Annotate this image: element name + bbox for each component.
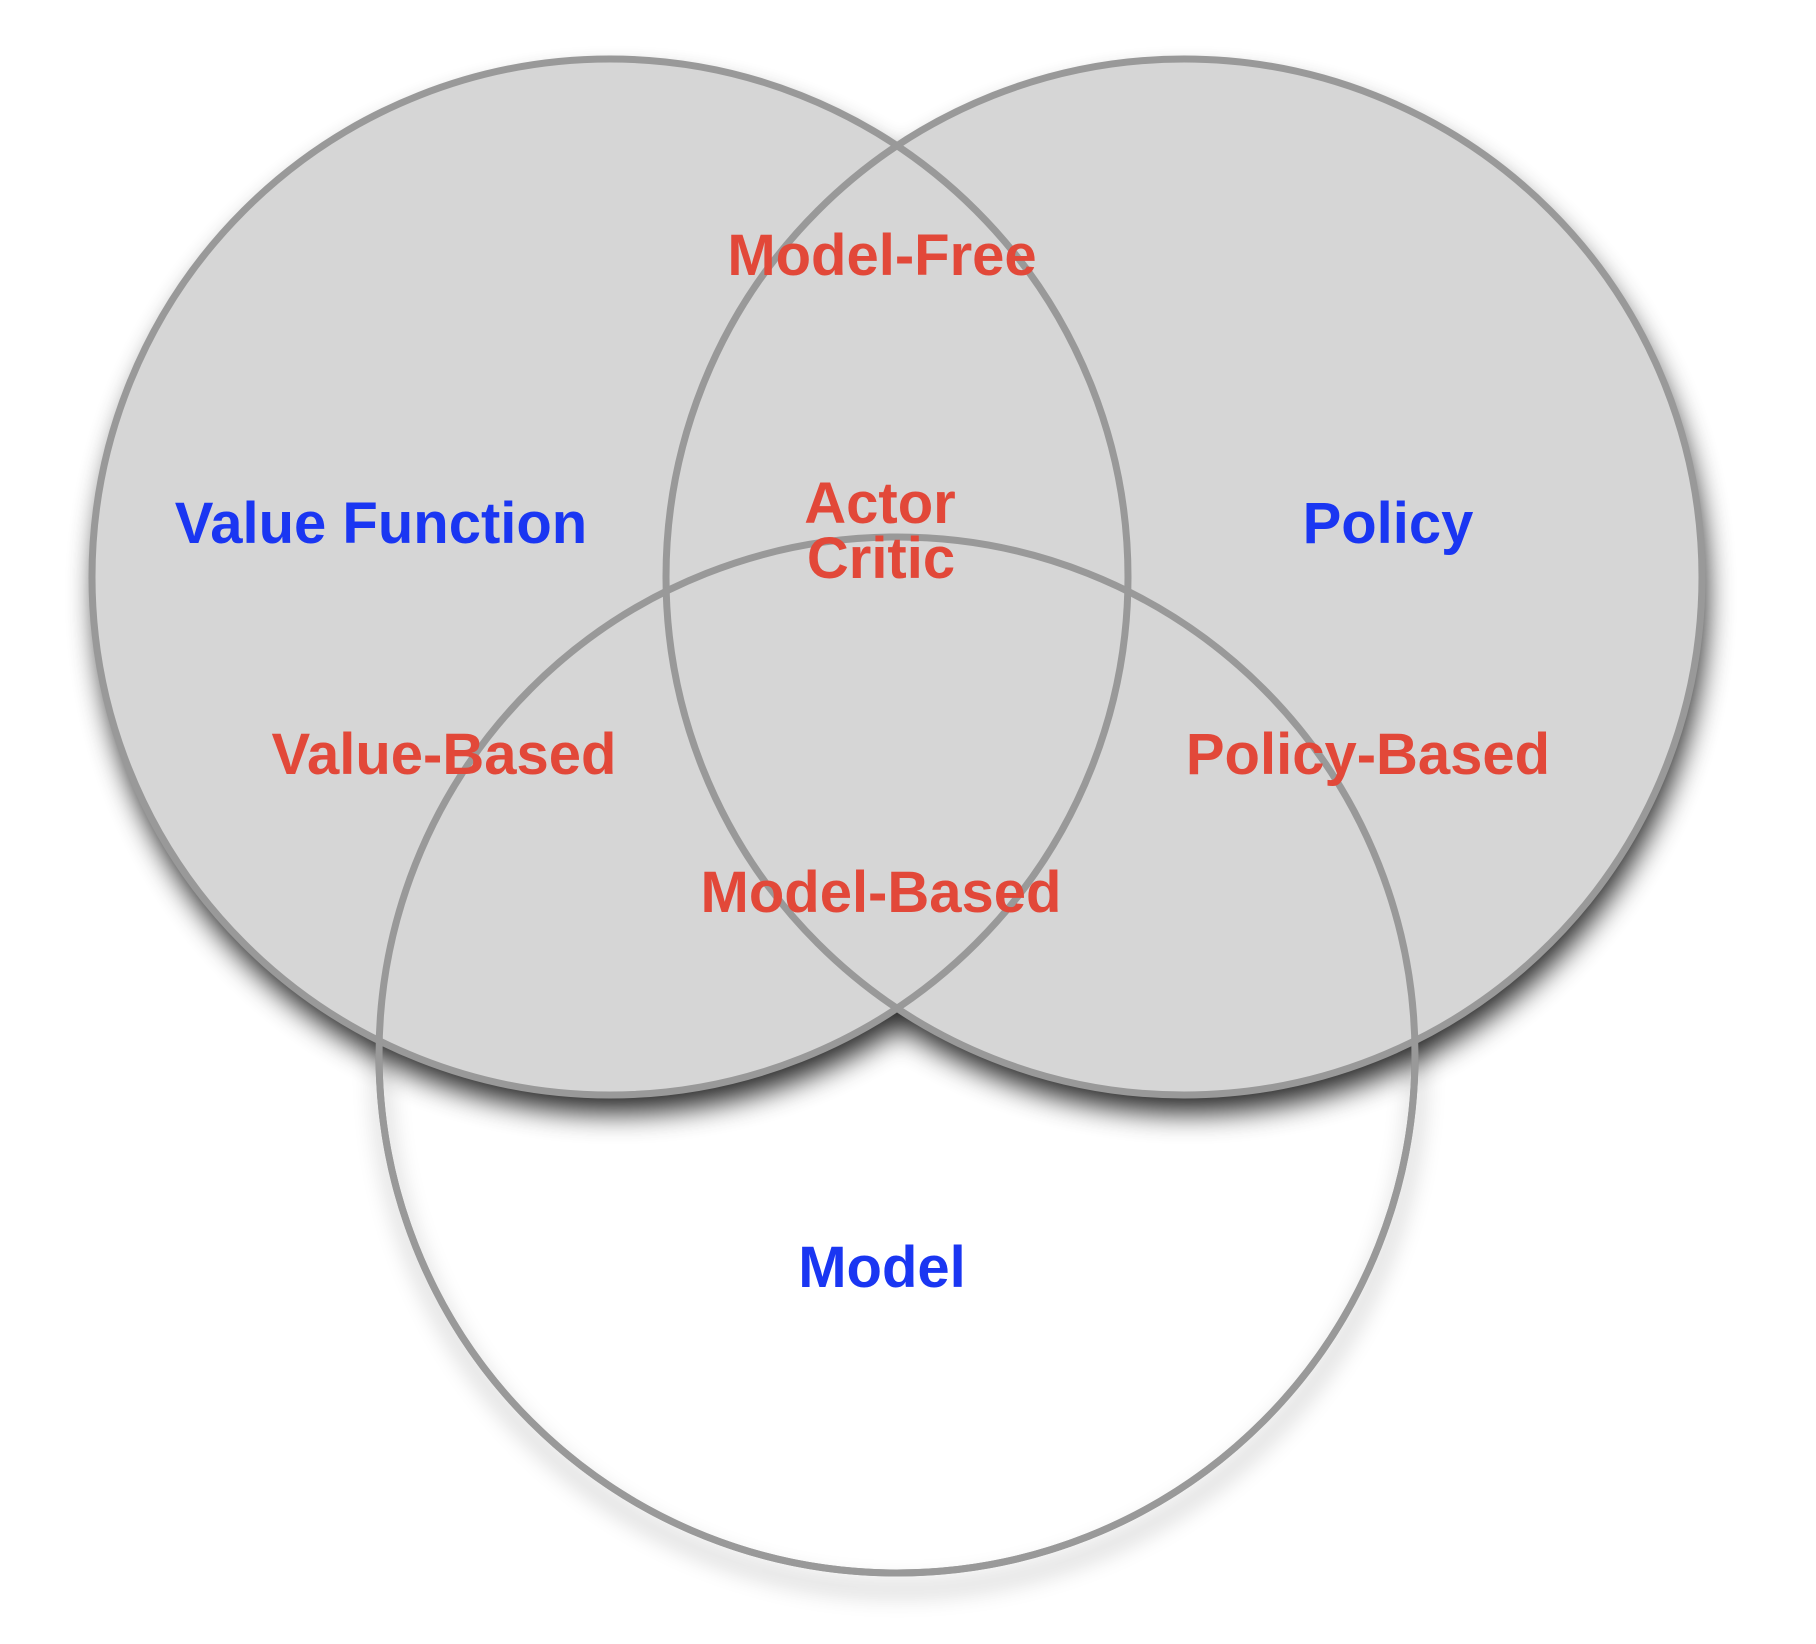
policy-circle-outline (662, 55, 1706, 1099)
region-label-model-based: Model-Based (701, 860, 1062, 925)
filled-circles (92, 59, 1702, 1095)
model-circle-outline (375, 533, 1419, 1577)
value-function-circle-outline (88, 55, 1132, 1099)
set-label-model: Model (798, 1235, 966, 1300)
region-label-policy-based: Policy-Based (1186, 722, 1550, 787)
set-label-value-function: Value Function (175, 491, 588, 556)
policy-circle (666, 59, 1702, 1095)
region-label-actor: Actor (804, 471, 955, 536)
region-label-model-free: Model-Free (727, 223, 1036, 288)
region-label-value-based: Value-Based (272, 722, 617, 787)
region-label-critic: Critic (807, 526, 955, 591)
set-label-policy: Policy (1303, 491, 1474, 556)
